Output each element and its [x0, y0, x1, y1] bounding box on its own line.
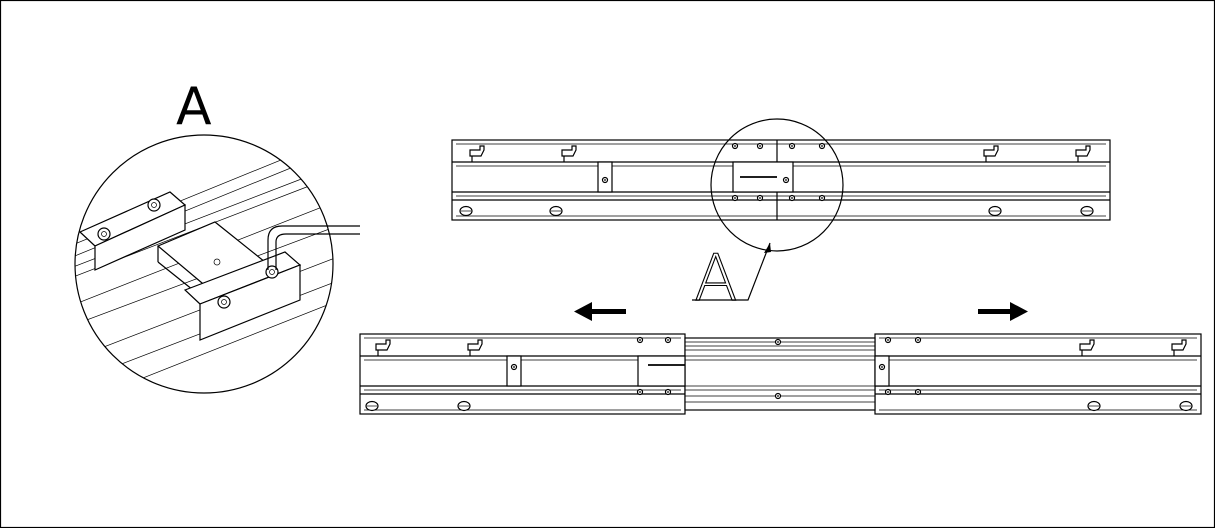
callout-label: A: [694, 242, 738, 316]
side-bracket: [874, 355, 890, 387]
detail-a-view: A: [74, 77, 360, 394]
side-bracket: [506, 355, 522, 387]
left-arrow-icon: [574, 302, 626, 321]
rail-body: [359, 333, 686, 415]
callout-arrowhead: [764, 243, 771, 253]
detail-circle: [74, 134, 334, 394]
joint-bracket: [637, 355, 686, 387]
assembled-rail: [451, 139, 1111, 221]
magnifier-circle: [710, 118, 844, 252]
right-arrow-icon: [978, 302, 1028, 321]
extension-slide: [684, 337, 876, 411]
hex-key-tool: [267, 225, 360, 270]
detail-rail-closeup: [75, 139, 333, 393]
detail-label: A: [176, 77, 212, 137]
extended-rail: [359, 333, 1202, 415]
rail-body: [874, 333, 1202, 415]
callout-leader: [692, 242, 771, 301]
